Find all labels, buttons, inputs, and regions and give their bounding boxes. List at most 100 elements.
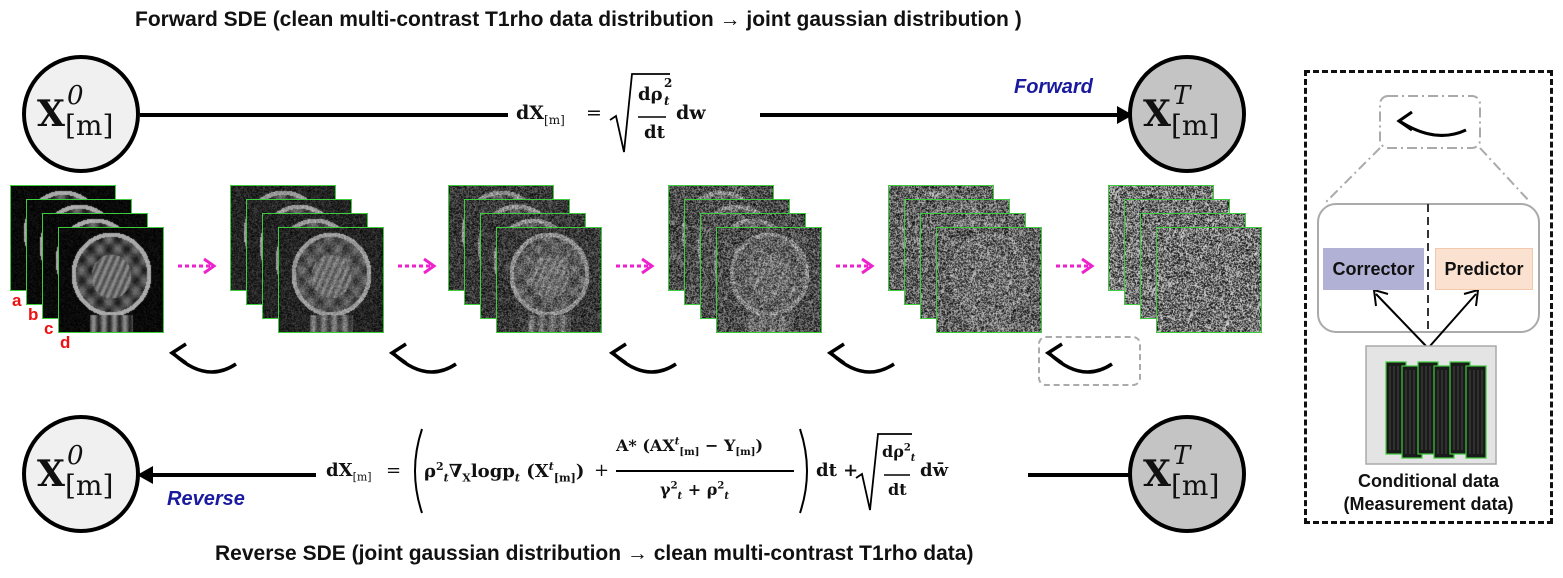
image-frame	[496, 227, 602, 333]
eq-log: logp	[470, 461, 515, 482]
eq-frac-num-sup: t	[674, 436, 680, 448]
eq-frac-den: γ	[660, 480, 671, 499]
eq-frac-num-close: )	[755, 436, 764, 455]
contrast-letter: d	[60, 333, 71, 352]
reverse-arrow-line	[152, 473, 316, 477]
eq-den: dt	[644, 122, 665, 143]
mri-slice	[937, 228, 1041, 332]
eq-equals: =	[586, 102, 602, 124]
eq-arg-sup: t	[548, 460, 554, 473]
mri-slice	[717, 228, 821, 332]
node-symbol: X	[1143, 93, 1171, 135]
end-node-reverse: X T[m]	[1128, 415, 1246, 533]
eq-frac-den-sub: t	[677, 491, 683, 503]
node-symbol: X	[37, 93, 65, 135]
eq-equals: =	[386, 460, 402, 481]
forward-dotted-arrow	[1056, 257, 1095, 275]
eq-arg: X	[534, 461, 549, 482]
forward-dotted-arrow	[398, 257, 437, 275]
predictor-label: Predictor	[1444, 258, 1524, 279]
forward-title: Forward SDE (clean multi-contrast T1rho …	[135, 8, 1022, 31]
forward-line-left	[140, 113, 508, 117]
eq-sqrt-den: dt	[888, 480, 907, 499]
forward-dotted-arrow	[616, 257, 655, 275]
eq-frac-num-sub: [m]	[679, 447, 700, 459]
forward-dotted-arrow	[178, 257, 217, 275]
eq-plus: +	[594, 460, 610, 481]
node-superscript: 0	[66, 81, 84, 111]
eq-lhs: dX	[326, 460, 353, 481]
forward-label: Forward	[1014, 76, 1093, 98]
sqrt-sign	[855, 433, 912, 511]
node-subscript: [m]	[64, 469, 114, 502]
eq-frac-den-sup2: 2	[717, 480, 725, 492]
contrast-letter: b	[28, 305, 39, 324]
node-symbol: X	[37, 453, 65, 495]
mri-slice	[1157, 228, 1261, 332]
corrector-label: Corrector	[1332, 258, 1415, 279]
eq-num: dρ	[638, 84, 663, 105]
image-frame	[278, 227, 384, 333]
image-frame	[1156, 227, 1262, 333]
contrast-letter: a	[12, 291, 22, 310]
predictor-box: Predictor	[1435, 248, 1533, 290]
start-node-forward: X 0[m]	[22, 55, 140, 173]
reverse-label: Reverse	[167, 488, 245, 510]
eq-grad: ∇	[448, 461, 463, 482]
mri-slice	[279, 228, 383, 332]
node-subscript: [m]	[1170, 469, 1220, 502]
node-subscript: [m]	[64, 109, 114, 142]
eq-lhs: dX	[516, 102, 545, 124]
eq-frac-num-minus: − Y	[699, 436, 736, 455]
highlight-box	[1038, 336, 1141, 386]
eq-tail: dw	[676, 102, 706, 124]
conditional-panel	[1304, 70, 1553, 524]
eq-sqrt-num-sup: 2	[903, 442, 911, 454]
eq-rho: ρ	[424, 461, 436, 482]
dotted-arrows	[178, 257, 1095, 275]
eq-grad-sub: X	[462, 471, 471, 485]
eq-arg-sub: [m]	[553, 471, 576, 485]
reverse-curved-arrow	[1044, 342, 1113, 374]
node-symbol: X	[1143, 453, 1171, 495]
forward-arrow-line	[760, 113, 1120, 117]
conditional-caption-1: Conditional data	[1358, 471, 1499, 491]
eq-tail: dw̄	[920, 460, 949, 481]
node-subscript: [m]	[1170, 109, 1220, 142]
eq-frac-num-sub2: [m]	[735, 447, 756, 459]
reverse-curved-arrows	[168, 342, 1113, 374]
eq-frac-den-sub2: t	[724, 491, 729, 503]
image-frame	[936, 227, 1042, 333]
image-frame	[716, 227, 822, 333]
image-frame	[58, 227, 164, 333]
eq-num-sub: t	[664, 94, 670, 108]
measurement-slice	[1465, 365, 1487, 459]
mri-slice	[59, 228, 163, 332]
forward-dotted-arrow	[836, 257, 875, 275]
reverse-equation: dX[m] = ρ2t∇Xlogpt (Xt[m]) + A* (AXt[m] …	[326, 426, 966, 518]
reverse-curved-arrow	[608, 342, 677, 374]
reverse-curved-arrow	[388, 342, 457, 374]
end-node-forward: X T[m]	[1128, 55, 1246, 173]
eq-lhs-sub: [m]	[544, 112, 565, 127]
reverse-line-right	[1028, 473, 1130, 477]
eq-after: dt +	[816, 460, 859, 481]
eq-sqrt-num: dρ	[882, 442, 904, 461]
contrast-letter: c	[44, 319, 54, 338]
sqrt-sign	[609, 73, 670, 153]
node-superscript: 0	[66, 441, 84, 471]
eq-frac-den-plus: + ρ	[682, 480, 718, 499]
paren-left	[414, 428, 423, 514]
reverse-title: Reverse SDE (joint gaussian distribution…	[215, 542, 974, 565]
eq-log-sub: t	[514, 471, 520, 485]
eq-rho-sub: t	[443, 471, 449, 485]
corrector-box: Corrector	[1323, 248, 1424, 290]
reverse-arrowhead	[137, 466, 153, 484]
node-superscript: T	[1172, 81, 1191, 111]
paren-right	[799, 428, 808, 514]
mri-slice	[497, 228, 601, 332]
eq-rho-sup: 2	[435, 460, 444, 473]
reverse-curved-arrow	[168, 342, 237, 374]
eq-sqrt-num-sub: t	[910, 453, 916, 465]
